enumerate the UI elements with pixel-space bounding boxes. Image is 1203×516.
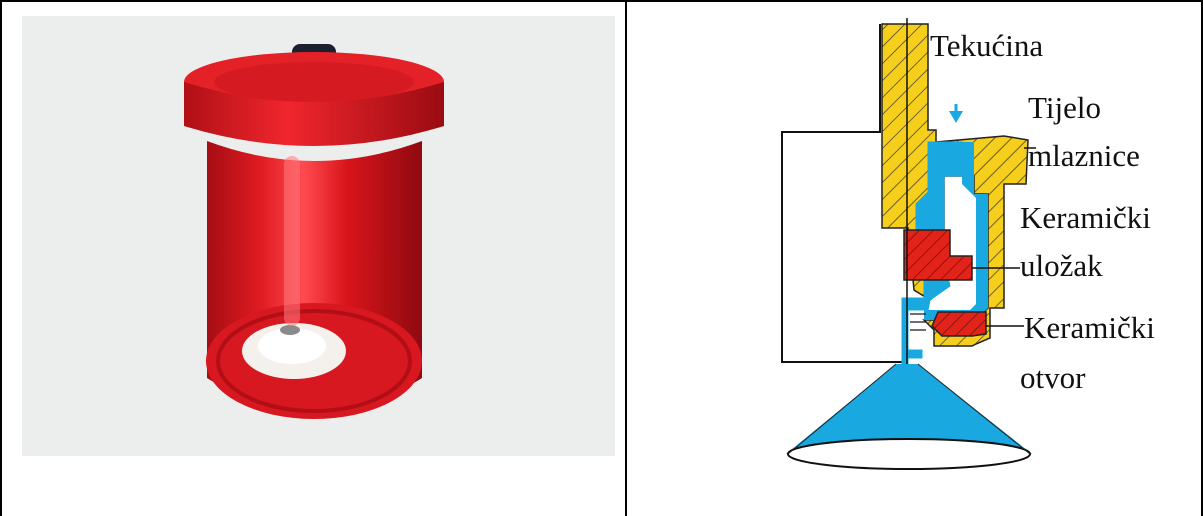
- label-insert-line2: uložak: [1020, 248, 1103, 283]
- nozzle-cross-section-diagram: Tekućina Tijelo mlaznice Keramički uloža…: [632, 8, 1197, 478]
- table-middle-border: [625, 0, 627, 516]
- nozzle-photo: [22, 16, 615, 456]
- flange-inner: [214, 62, 414, 102]
- ceramic-orifice: [280, 325, 300, 335]
- label-orifice-line1: Keramički: [1024, 310, 1155, 345]
- ceramic-insert: [904, 230, 972, 280]
- label-orifice-line2: otvor: [1020, 360, 1086, 395]
- label-insert-line1: Keramički: [1020, 200, 1151, 235]
- label-fluid: Tekućina: [930, 28, 1043, 63]
- body-highlight: [284, 156, 300, 326]
- flow-arrow-icon: [949, 111, 963, 123]
- label-body-line1: Tijelo: [1028, 90, 1101, 125]
- label-body-line2: mlaznice: [1028, 138, 1140, 173]
- table-left-border: [0, 0, 2, 516]
- ceramic-orifice-section: [932, 312, 986, 336]
- spray-cone-ellipse: [788, 439, 1030, 469]
- table-top-border: [0, 0, 1203, 2]
- red-nozzle-image: [22, 16, 615, 456]
